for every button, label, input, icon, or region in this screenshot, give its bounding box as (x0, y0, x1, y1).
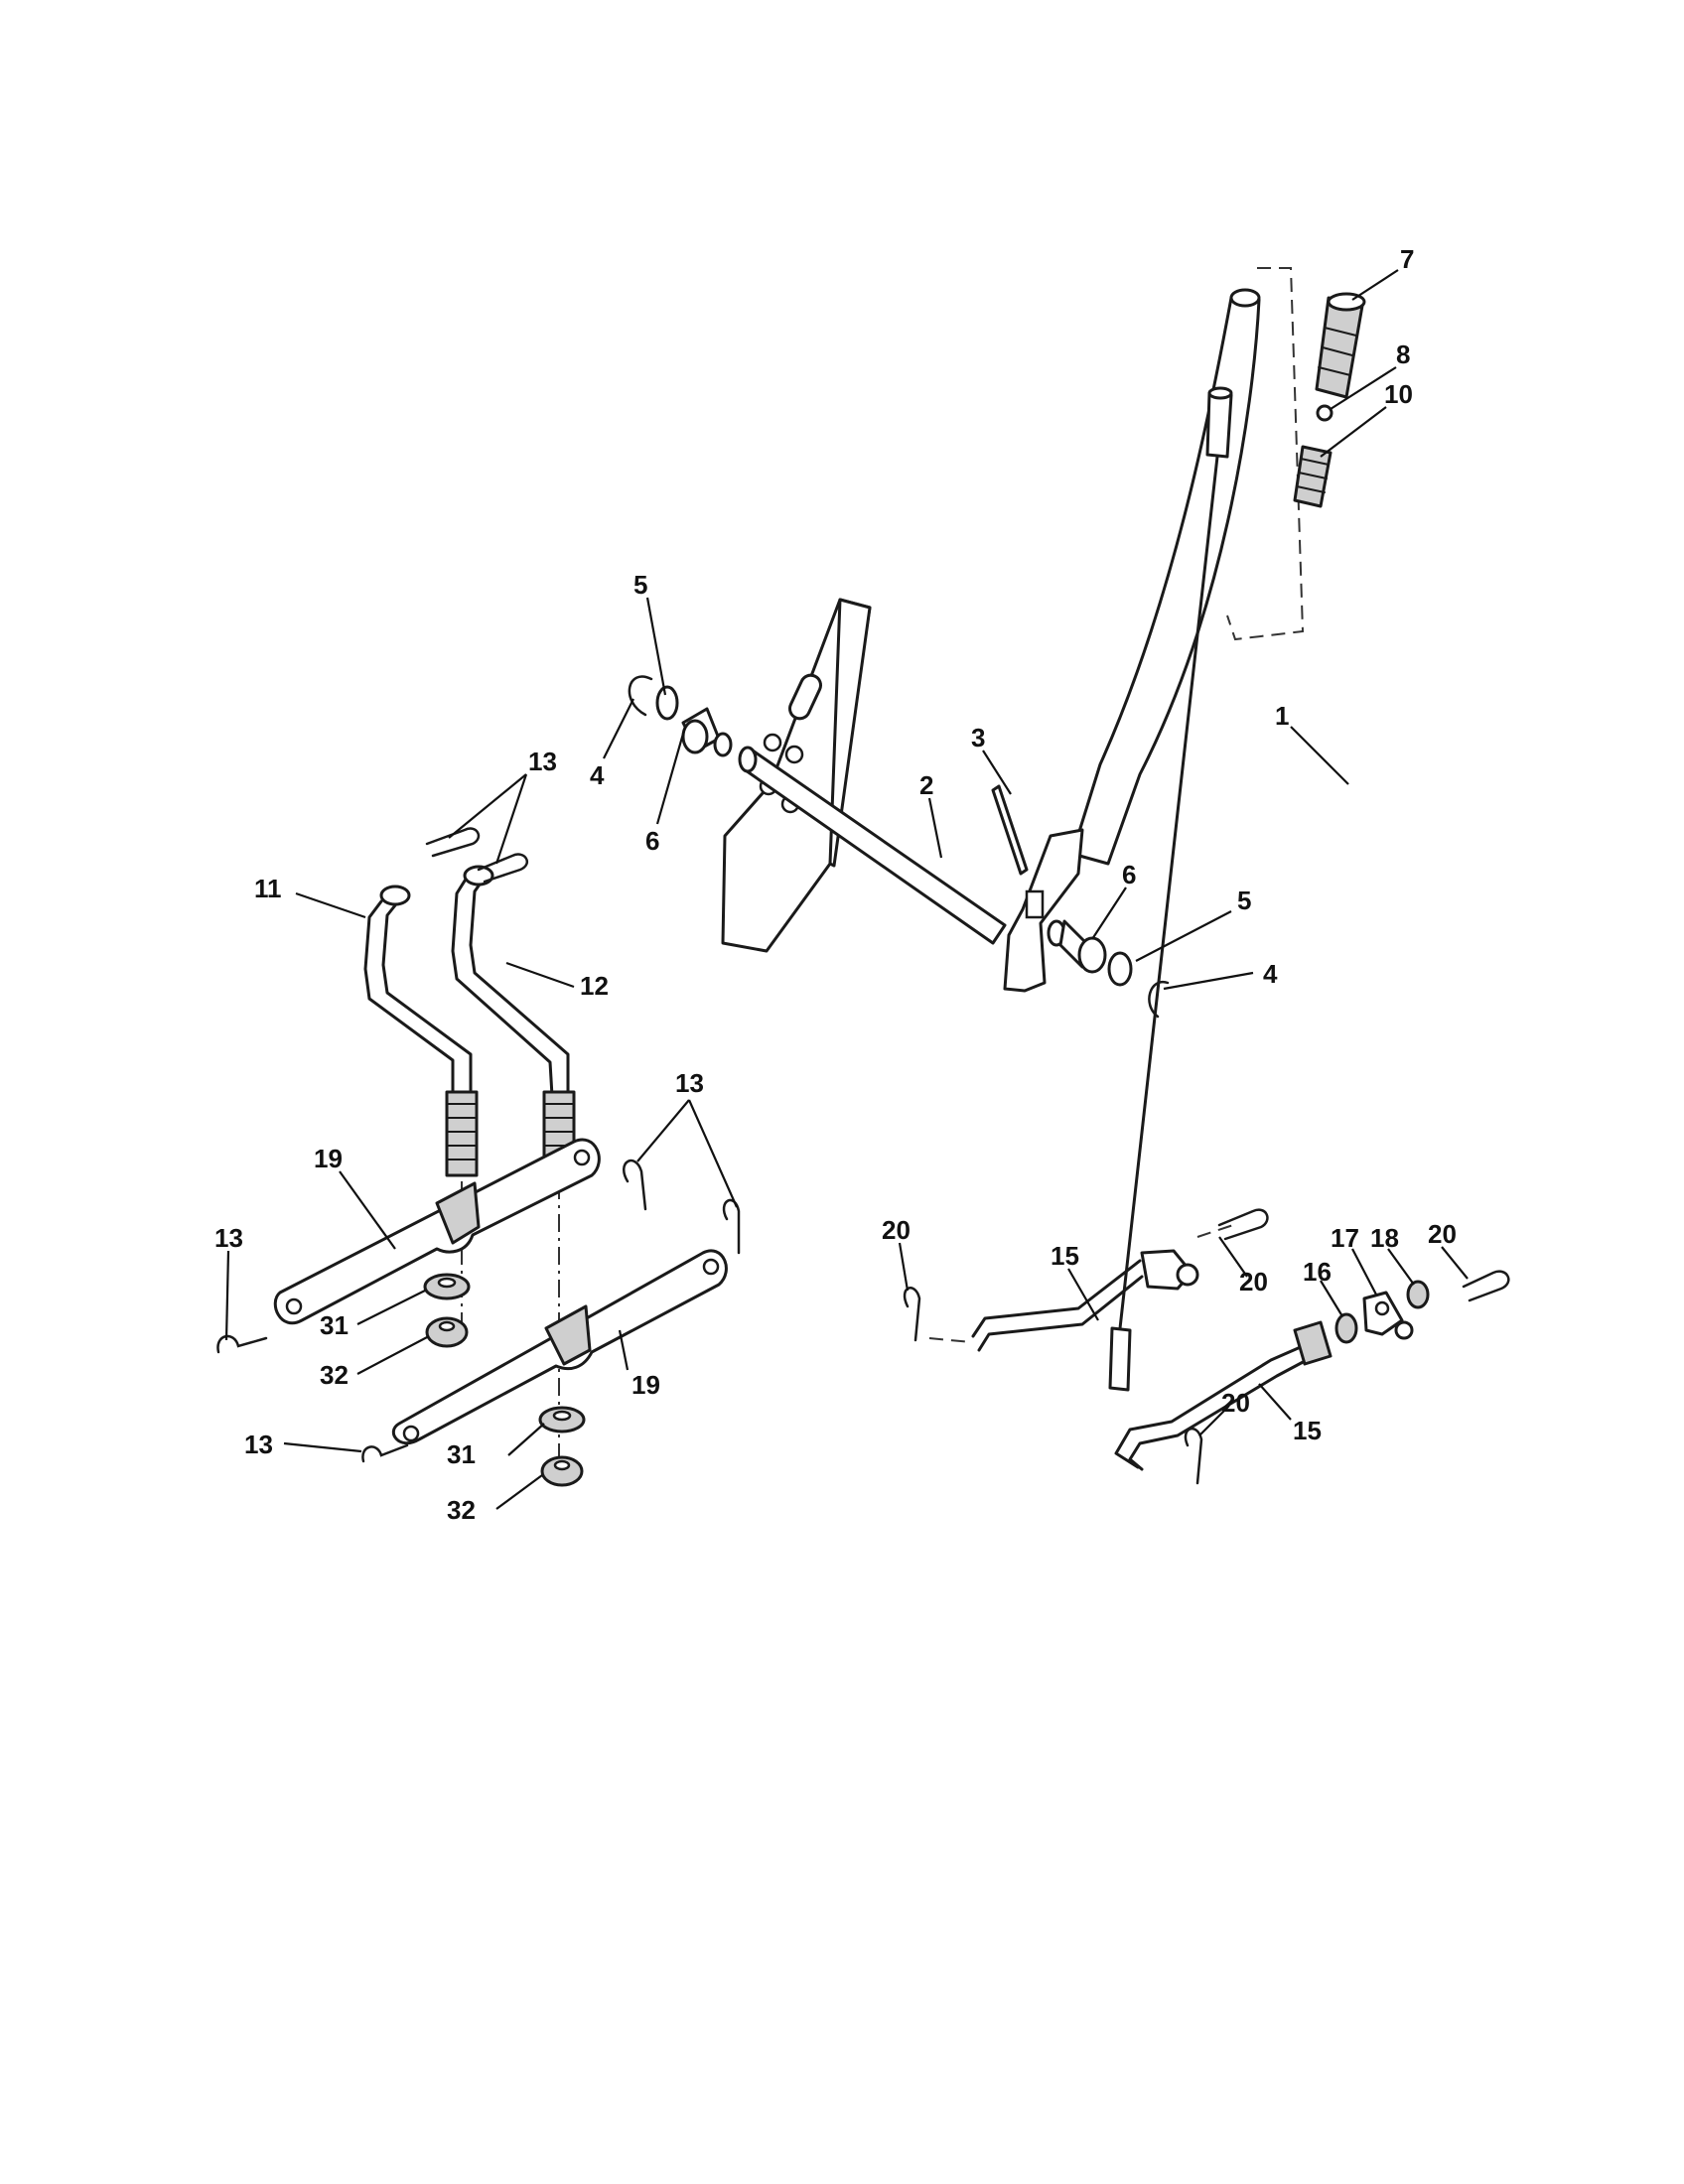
lift-arm-lower (391, 1249, 728, 1445)
callout-13-left: 13 (214, 1223, 243, 1253)
cross-shaft (738, 746, 1007, 945)
lift-handle (1070, 288, 1261, 866)
callout-20-right: 20 (1428, 1219, 1457, 1249)
mounting-bracket (721, 598, 872, 953)
hairpin-clip-bottom (361, 1443, 409, 1463)
handle-bracket (1003, 828, 1084, 993)
callout-1: 1 (1275, 701, 1289, 731)
callout-20-left: 20 (882, 1215, 911, 1245)
callout-6-right: 6 (1122, 860, 1136, 889)
callout-32-upper: 32 (320, 1360, 349, 1390)
callout-10: 10 (1384, 379, 1413, 409)
callout-labels: 7 8 10 1 2 3 5 4 6 6 5 4 13 11 12 13 19 … (214, 244, 1457, 1525)
hairpin-clip-arm-1 (623, 1160, 647, 1211)
callout-5-right: 5 (1237, 886, 1251, 915)
nut-32-upper (425, 1316, 469, 1348)
hairpin-clip-top-1 (425, 827, 481, 858)
callout-17: 17 (1331, 1223, 1359, 1253)
button (1316, 404, 1333, 422)
callout-13-top: 13 (528, 747, 557, 776)
jam-nut-16 (1334, 1312, 1358, 1344)
handle-grip (1315, 292, 1366, 399)
washer-31-lower (538, 1406, 586, 1433)
spring (1293, 445, 1333, 508)
lift-arm-upper (273, 1138, 601, 1325)
callout-15-lower: 15 (1293, 1416, 1322, 1445)
callout-15-upper: 15 (1051, 1241, 1079, 1271)
nut-32-lower (540, 1455, 584, 1487)
callout-8: 8 (1396, 340, 1410, 369)
callout-4-right: 4 (1263, 959, 1278, 989)
leader-lines (224, 269, 1469, 1510)
callout-6-left: 6 (645, 826, 659, 856)
washer-left (655, 685, 679, 721)
callout-31-upper: 31 (320, 1310, 349, 1340)
callout-3: 3 (971, 723, 985, 752)
e-clip-left (628, 675, 653, 717)
callout-7: 7 (1400, 244, 1414, 274)
callout-12: 12 (580, 971, 609, 1001)
callout-20-top: 20 (1239, 1267, 1268, 1297)
cotter-clip-20-right (1462, 1270, 1510, 1302)
callout-13-bottom: 13 (244, 1430, 273, 1459)
lift-link-11 (363, 885, 479, 1177)
callout-18: 18 (1370, 1223, 1399, 1253)
washer-right (1107, 951, 1133, 987)
callout-31-lower: 31 (447, 1439, 476, 1469)
cotter-clip-20-left (903, 1287, 921, 1342)
handle-phantom-outline (1226, 267, 1305, 641)
swivel-block-17 (1362, 1291, 1414, 1340)
callout-11: 11 (254, 874, 282, 903)
lift-rod (1108, 386, 1233, 1392)
callout-13-arm: 13 (675, 1068, 704, 1098)
washer-18 (1406, 1280, 1430, 1309)
callout-20-bottom: 20 (1221, 1388, 1250, 1418)
draft-rod-lower (1114, 1320, 1333, 1471)
e-clip-right (1148, 980, 1170, 1019)
hairpin-clip-left (216, 1334, 268, 1354)
cotter-clip-20-top (1217, 1208, 1269, 1241)
callout-32-lower: 32 (447, 1495, 476, 1525)
pin (991, 784, 1029, 876)
bushing-right (1047, 919, 1107, 974)
callout-19-upper: 19 (314, 1144, 343, 1173)
callout-16: 16 (1303, 1257, 1332, 1287)
hairpin-clip-top-2 (477, 853, 529, 884)
callout-19-lower: 19 (632, 1370, 660, 1400)
callout-2: 2 (919, 770, 933, 800)
washer-31-upper (423, 1273, 471, 1300)
draft-rod-upper (971, 1249, 1199, 1352)
callout-4-left: 4 (590, 760, 605, 790)
callout-5-left: 5 (633, 570, 647, 600)
hairpin-clip-arm-2 (722, 1198, 741, 1255)
bushing-left (681, 707, 733, 757)
cotter-clip-20-bottom (1184, 1427, 1203, 1485)
